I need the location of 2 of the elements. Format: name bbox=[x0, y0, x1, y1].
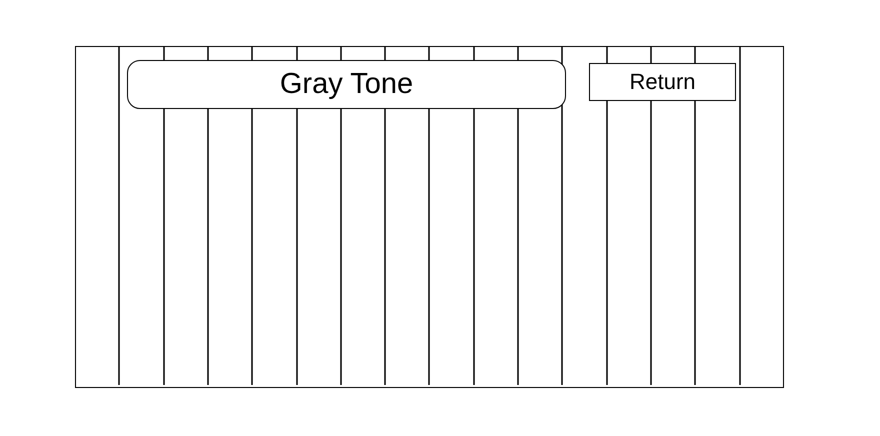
return-button: Return bbox=[589, 63, 736, 101]
title-bar: Gray Tone bbox=[127, 60, 566, 109]
